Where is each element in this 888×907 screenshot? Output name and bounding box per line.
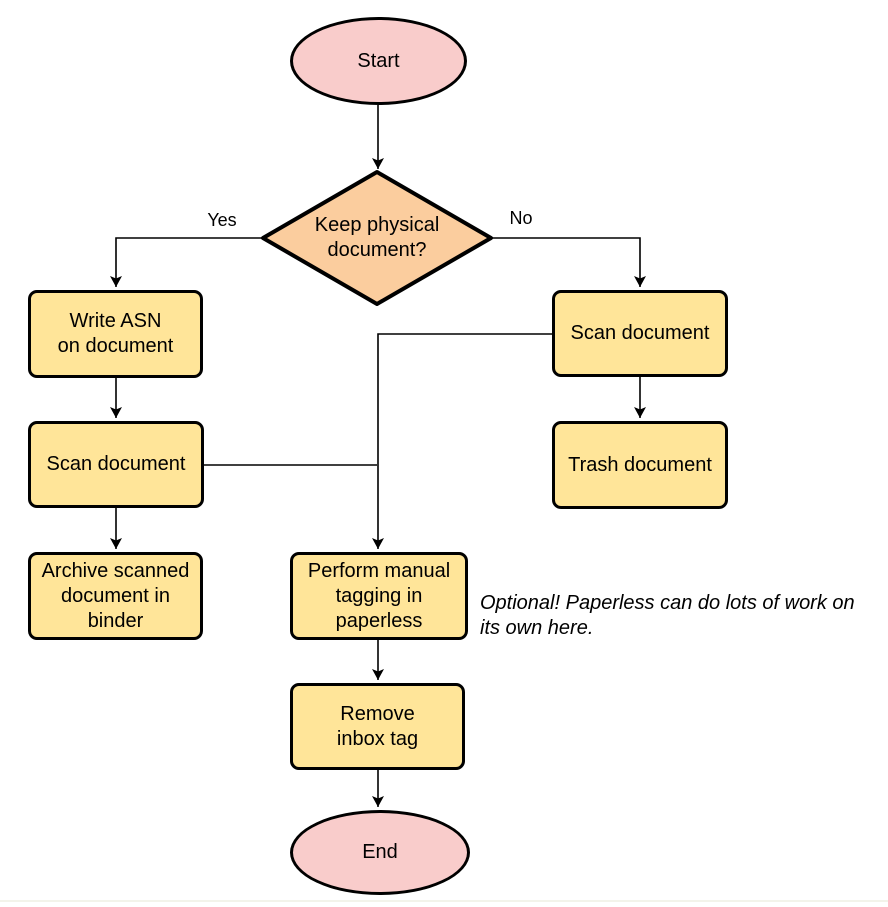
process-trash-document-label: Trash document	[568, 453, 712, 476]
edge-decision-no-to-scan-right	[492, 237, 646, 287]
process-trash-document: Trash document	[552, 421, 728, 509]
process-scan-document-left-label: Scan document	[46, 453, 186, 475]
process-archive-binder-label: Archive scanned document in binder	[41, 559, 190, 632]
process-archive-binder: Archive scanned document in binder	[28, 552, 203, 640]
start-terminator: Start	[290, 17, 467, 105]
process-write-asn-label: Write ASN on document	[57, 310, 174, 357]
annotation-note: Optional! Paperless can do lots of work …	[480, 592, 855, 639]
decision-node: Keep physical document?	[262, 171, 492, 305]
process-scan-document-left: Scan document	[28, 421, 204, 508]
process-scan-document-right-label: Scan document	[570, 322, 710, 344]
end-label: End	[362, 841, 398, 863]
process-remove-inbox-tag: Remove inbox tag	[290, 683, 465, 770]
process-manual-tagging-label: Perform manual tagging in paperless	[307, 559, 451, 632]
decision-diamond-shape	[261, 170, 493, 306]
process-manual-tagging: Perform manual tagging in paperless	[290, 552, 468, 640]
page-edge-line	[0, 900, 888, 902]
edge-decision-yes-to-write-asn	[110, 237, 262, 287]
start-label: Start	[357, 49, 400, 72]
process-write-asn: Write ASN on document	[28, 290, 203, 378]
edge-scan-right-to-tagging	[372, 333, 552, 549]
process-scan-document-right: Scan document	[552, 290, 728, 377]
edge-label-no: No	[509, 208, 533, 228]
process-remove-inbox-tag-label: Remove inbox tag	[336, 702, 419, 750]
edge-label-yes: Yes	[207, 210, 237, 230]
decision-label: Keep physical document?	[314, 214, 440, 261]
end-terminator: End	[290, 810, 470, 895]
